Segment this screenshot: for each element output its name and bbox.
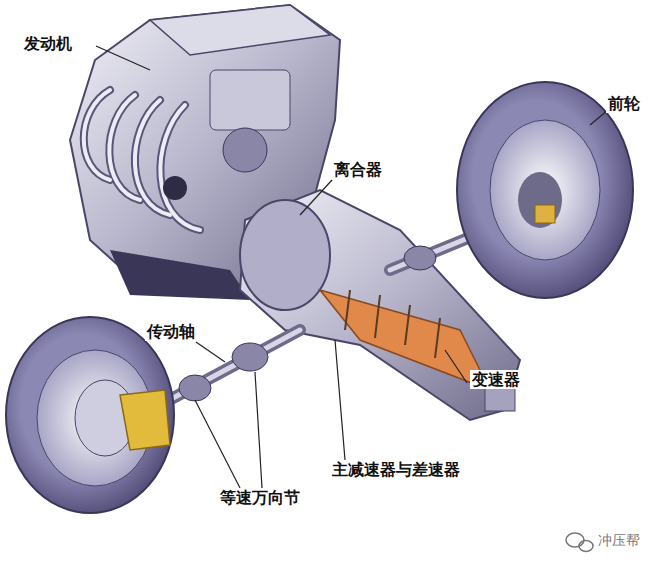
watermark-icon <box>566 533 593 552</box>
part-label: 主减速器与差速器 <box>330 460 462 479</box>
part-label: 等速万向节 <box>218 488 302 507</box>
front-wheel <box>457 82 633 298</box>
part-label: 传动轴 <box>145 322 197 341</box>
part-label: 离合器 <box>332 160 384 179</box>
part-label: 变速器 <box>470 370 522 389</box>
leader-lines <box>96 46 608 488</box>
part-label: 前轮 <box>606 94 642 113</box>
drive-shafts <box>160 222 500 405</box>
rear-left-wheel <box>6 317 174 513</box>
watermark: 冲压帮 <box>596 532 642 549</box>
part-label: 发动机 <box>22 34 74 53</box>
